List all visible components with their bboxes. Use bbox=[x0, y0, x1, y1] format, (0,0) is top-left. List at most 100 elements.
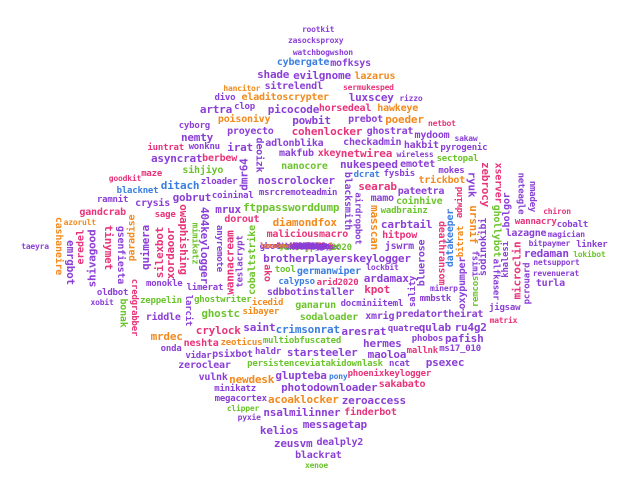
cloud-word: ganarun bbox=[295, 299, 336, 311]
cloud-word: poisonivy bbox=[217, 113, 271, 125]
cloud-word: nukespeed bbox=[339, 158, 398, 172]
cloud-word: ghostwriter bbox=[194, 295, 252, 306]
cloud-word: zeusvm bbox=[273, 437, 313, 451]
cloud-word: gosecure bbox=[294, 242, 327, 250]
cloud-word: iuntrat bbox=[147, 142, 184, 153]
cloud-word: xobit bbox=[90, 298, 114, 308]
cloud-word: dmr64 bbox=[237, 158, 251, 191]
cloud-word: zloader bbox=[200, 176, 238, 187]
cloud-word: nsalmilinner bbox=[263, 405, 341, 419]
cloud-word: badoiral bbox=[294, 242, 327, 250]
cloud-word: checkadmin bbox=[343, 136, 402, 148]
cloud-word: emrgbot bbox=[63, 239, 77, 285]
cloud-word: gandcrab bbox=[79, 207, 126, 219]
cloud-word: mrcdestoly bbox=[292, 242, 333, 251]
cloud-word: airdropbot bbox=[352, 192, 363, 245]
cloud-word: clicker bbox=[295, 241, 324, 250]
cloud-word: netbot bbox=[427, 118, 456, 128]
cloud-word: asyncrat bbox=[150, 152, 203, 166]
cloud-word: kuriyama bbox=[294, 242, 327, 250]
cloud-word: maoloa bbox=[367, 348, 407, 362]
cloud-word: nmadey bbox=[527, 181, 538, 213]
cloud-word: frpscan bbox=[297, 242, 326, 250]
cloud-word: vulnk bbox=[198, 371, 228, 383]
cloud-word: blackrat bbox=[295, 449, 342, 461]
cloud-word: carbtail bbox=[380, 218, 433, 232]
cloud-word: vengeance bbox=[289, 241, 326, 250]
cloud-word: tarmac bbox=[298, 241, 323, 250]
cloud-word: zebrocy bbox=[478, 162, 492, 208]
cloud-word: salrpel bbox=[297, 242, 326, 250]
cloud-word: divo bbox=[214, 92, 236, 103]
cloud-word: xordaoor bbox=[164, 228, 178, 280]
cloud-word: ditach bbox=[160, 178, 200, 192]
cloud-word: masscan bbox=[368, 205, 382, 251]
cloud-word: neshta bbox=[183, 337, 219, 349]
cloud-word: dartopc bbox=[299, 242, 328, 251]
cloud-word: audiophisher bbox=[279, 241, 328, 250]
cloud-word: starsteeler bbox=[286, 345, 358, 359]
cloud-word: larcit bbox=[182, 294, 193, 326]
cloud-word: cohenlocker bbox=[291, 125, 363, 139]
cloud-word: haldr bbox=[255, 347, 282, 358]
cloud-word: eladitoscrypter bbox=[241, 92, 330, 104]
cloud-word: wadbrainz bbox=[380, 206, 428, 217]
cloud-word: azorult bbox=[63, 218, 97, 228]
cloud-word: mokes bbox=[438, 165, 465, 176]
cloud-word: cobaltstrike bbox=[246, 225, 258, 296]
cloud-word: xenoe bbox=[304, 460, 329, 470]
cloud-word: dcrat bbox=[353, 169, 380, 180]
cloud-word: hermes bbox=[363, 336, 402, 350]
cloud-word: nanocore bbox=[281, 160, 328, 172]
cloud-word: gbot bbox=[259, 242, 281, 253]
cloud-word: hawkeye bbox=[377, 102, 419, 114]
cloud-word: ako bbox=[261, 264, 273, 283]
cloud-word: sitrelendl bbox=[264, 80, 323, 92]
cloud-word: imminent bbox=[294, 242, 327, 250]
cloud-word: getr2downloader bbox=[279, 242, 340, 251]
cloud-word: mandrake bbox=[292, 241, 325, 250]
cloud-word: clop bbox=[234, 102, 255, 113]
cloud-word: ramnit bbox=[96, 195, 129, 206]
cloud-word: emotet bbox=[400, 158, 436, 170]
cloud-word: rizzo bbox=[399, 94, 423, 104]
cloud-word: watchbogwshon bbox=[292, 47, 353, 57]
cloud-word: sihjiyo bbox=[182, 164, 224, 176]
cloud-word: paradise bbox=[126, 214, 138, 262]
cloud-word: luxscey bbox=[348, 91, 394, 105]
cloud-word: ghostrat bbox=[366, 125, 414, 137]
cloud-word: cybergate bbox=[276, 57, 330, 69]
cloud-word: coinhive bbox=[395, 196, 443, 208]
cloud-word: raccoon bbox=[295, 241, 324, 250]
cloud-word: horsedeal bbox=[318, 102, 372, 114]
cloud-word: neteagle bbox=[515, 172, 526, 215]
cloud-word: turla bbox=[535, 278, 565, 290]
cloud-word: eredel bbox=[75, 229, 87, 265]
cloud-word: rootkit bbox=[301, 24, 335, 34]
cloud-word: teslacrypt bbox=[235, 235, 246, 288]
cloud-word: remcos bbox=[471, 275, 482, 308]
cloud-word: riddle bbox=[145, 312, 181, 324]
cloud-word: sality bbox=[407, 276, 418, 308]
cloud-word: sibayer bbox=[242, 306, 280, 317]
cloud-word: sermukesped bbox=[343, 82, 394, 92]
cloud-word: encryptor2020 bbox=[284, 242, 352, 253]
cloud-word: ghostc bbox=[201, 307, 240, 321]
cloud-word: ftppassworddump bbox=[242, 201, 340, 215]
cloud-word: deathransom bbox=[435, 221, 447, 286]
cloud-word: germanwiper bbox=[296, 266, 361, 278]
cloud-word: pcrouard bbox=[522, 262, 533, 304]
cloud-word: anyremote bbox=[213, 224, 224, 272]
cloud-word: alfkaser bbox=[490, 258, 501, 301]
cloud-word: flawedammyy bbox=[289, 242, 334, 251]
cloud-word: sfcry bbox=[305, 242, 326, 251]
cloud-word: sectorstrat bbox=[289, 242, 334, 251]
cloud-word: pony bbox=[329, 372, 348, 382]
cloud-word: mistspy bbox=[297, 242, 326, 250]
cloud-word: sectopal bbox=[436, 153, 479, 164]
cloud-word: ryuk bbox=[465, 171, 479, 198]
cloud-word: psixbot bbox=[212, 348, 253, 360]
cloud-word: jigsaw bbox=[489, 302, 521, 313]
cloud-word: delphicmdline bbox=[284, 242, 337, 251]
cloud-word: irat bbox=[227, 141, 253, 155]
